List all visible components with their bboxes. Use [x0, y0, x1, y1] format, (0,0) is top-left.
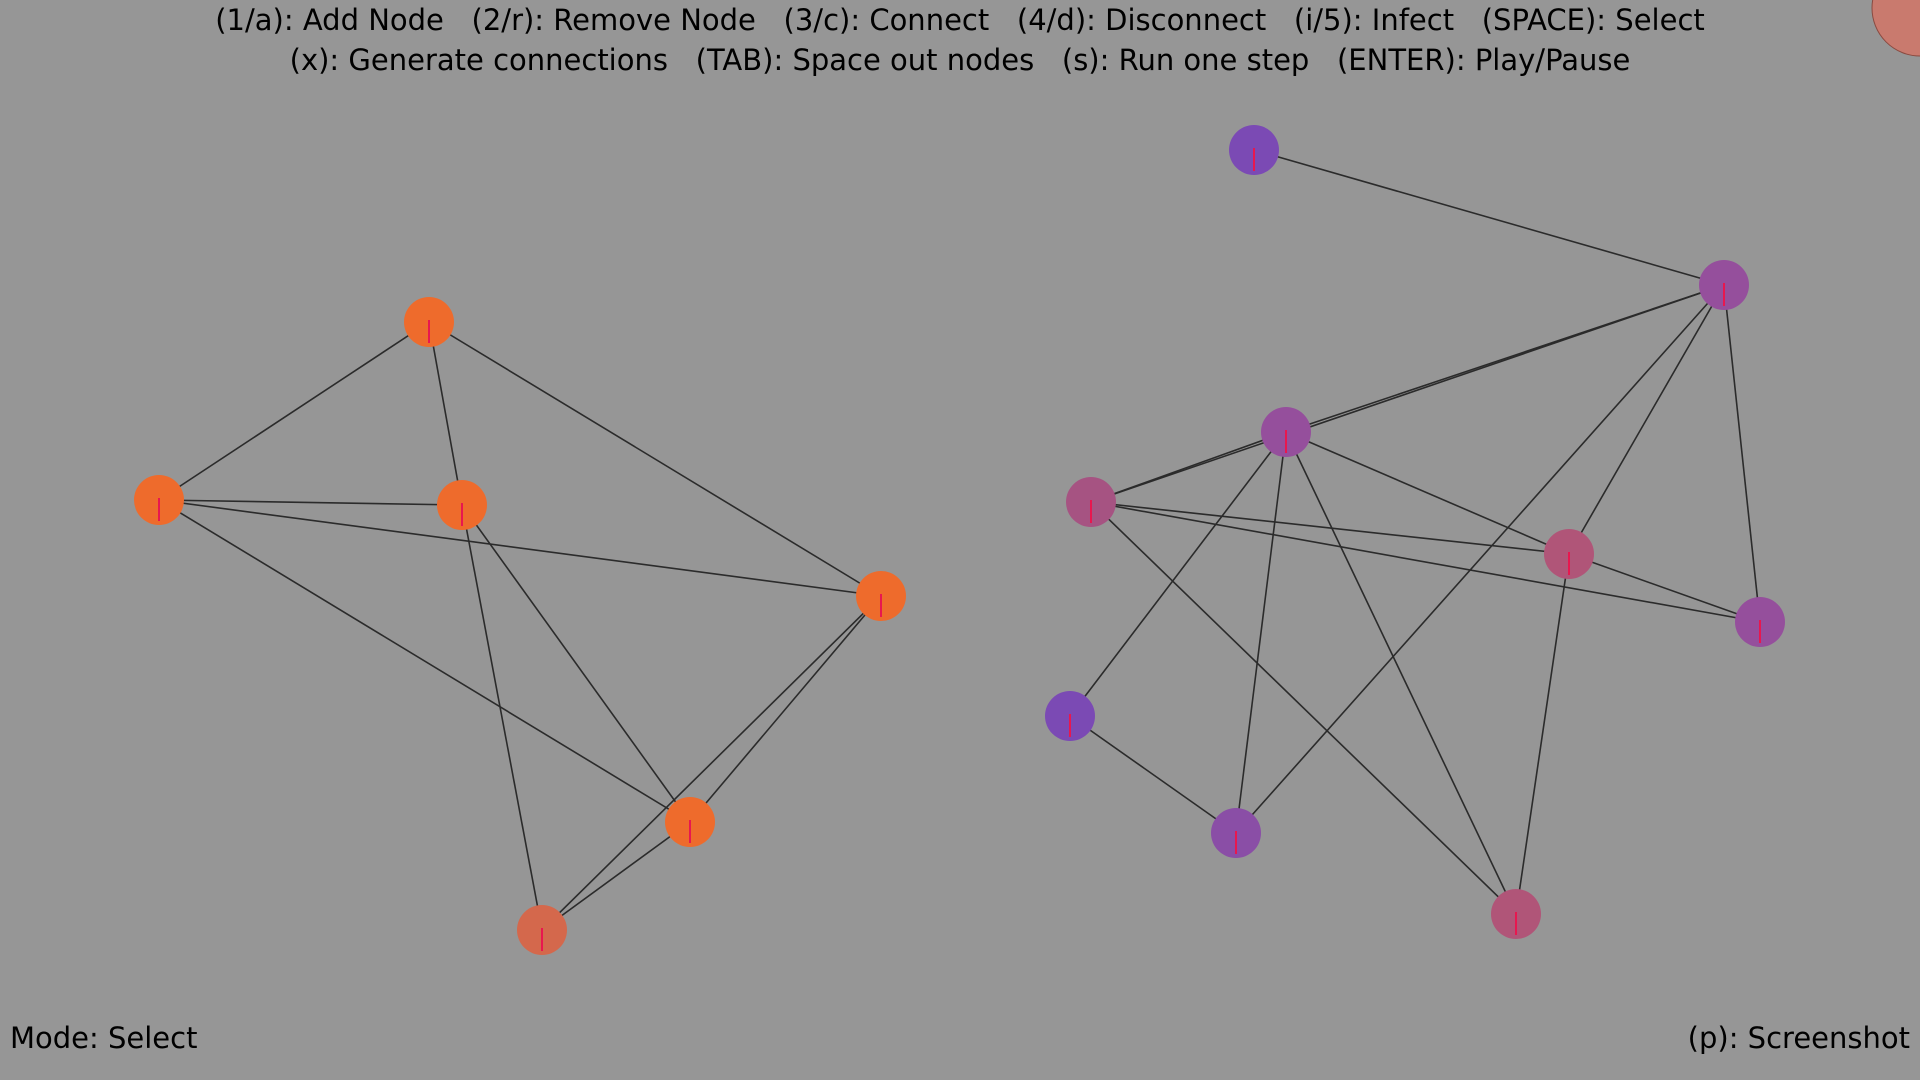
screenshot-hint: (p): Screenshot	[1687, 1021, 1910, 1055]
graph-node[interactable]	[437, 480, 487, 530]
graph-node[interactable]	[1491, 889, 1541, 939]
graph-edge	[689, 595, 882, 823]
graph-node[interactable]	[404, 297, 454, 347]
graph-node[interactable]	[1066, 477, 1116, 527]
graph-edge	[1235, 284, 1725, 834]
graph-node[interactable]	[856, 571, 906, 621]
graph-edge	[428, 321, 882, 597]
graph-edge	[1090, 501, 1517, 915]
graph-edge	[1090, 501, 1761, 623]
graph-edge	[461, 504, 691, 823]
graph-edge	[158, 499, 882, 597]
corner-node-partial[interactable]	[1871, 0, 1920, 57]
graph-node[interactable]	[134, 475, 184, 525]
graph-edge	[1069, 715, 1237, 834]
graph-edge	[1090, 284, 1725, 503]
graph-edge	[1568, 284, 1725, 555]
graph-node[interactable]	[1544, 529, 1594, 579]
graph-edge	[1253, 149, 1725, 286]
graph-edge	[1069, 431, 1287, 717]
graph-edge	[1568, 553, 1761, 623]
graph-node[interactable]	[1211, 808, 1261, 858]
graph-node[interactable]	[665, 797, 715, 847]
graph-node[interactable]	[1045, 691, 1095, 741]
graph-edge	[158, 499, 691, 823]
graph-edge	[541, 821, 691, 931]
graph-edge	[1285, 431, 1570, 555]
graph-edge	[428, 321, 463, 506]
keyboard-help-line-2: (x): Generate connections (TAB): Space o…	[289, 43, 1631, 77]
graph-nodes[interactable]	[134, 125, 1785, 955]
graph-edge	[1515, 553, 1570, 915]
graph-edge	[461, 504, 543, 931]
graph-edge	[541, 595, 882, 931]
graph-edge	[158, 499, 463, 506]
graph-edges	[158, 149, 1761, 931]
graph-edge	[1235, 431, 1287, 834]
graph-edge	[158, 321, 430, 501]
graph-node[interactable]	[1261, 407, 1311, 457]
graph-node[interactable]	[517, 905, 567, 955]
graph-edge	[1285, 431, 1517, 915]
keyboard-help-line-1: (1/a): Add Node (2/r): Remove Node (3/c)…	[215, 3, 1705, 37]
graph-node[interactable]	[1229, 125, 1279, 175]
mode-indicator: Mode: Select	[10, 1021, 198, 1055]
graph-node[interactable]	[1735, 597, 1785, 647]
graph-node[interactable]	[1699, 260, 1749, 310]
graph-edge	[1090, 431, 1287, 503]
graph-edge	[1090, 501, 1570, 555]
graph-edge	[1723, 284, 1761, 623]
